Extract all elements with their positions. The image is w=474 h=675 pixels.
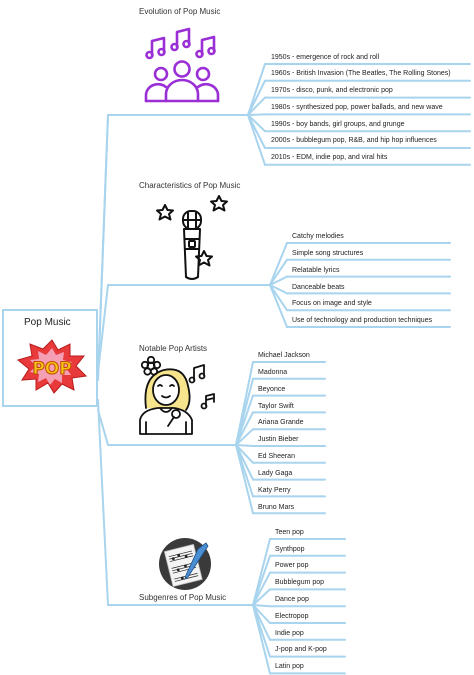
branch-title-evolution: Evolution of Pop Music [139, 7, 221, 16]
leaf-connector [247, 79, 266, 116]
leaf-connector [247, 96, 266, 116]
list-item[interactable]: Indie pop [275, 630, 304, 637]
list-item[interactable]: 1980s - synthesized pop, power ballads, … [271, 104, 443, 111]
list-item[interactable]: Michael Jackson [258, 352, 310, 359]
leaf-connector [252, 554, 271, 606]
leaf-connector [235, 444, 254, 515]
list-item[interactable]: Ariana Grande [258, 419, 304, 426]
list-item[interactable]: Bruno Mars [258, 504, 295, 511]
leaf-connector [252, 604, 271, 675]
branch-title-subgenres: Subgenres of Pop Music [139, 593, 227, 602]
list-item[interactable]: Use of technology and production techniq… [292, 317, 433, 324]
list-item[interactable]: Dance pop [275, 596, 309, 603]
list-item[interactable]: Electropop [275, 613, 309, 620]
leaf-connector [269, 284, 288, 312]
leaf-connector [269, 284, 288, 328]
leaf-connector [269, 284, 288, 295]
music-audience-icon [144, 27, 220, 103]
branch-title-artists: Notable Pop Artists [139, 344, 208, 353]
leaf-connector [252, 571, 271, 606]
list-item[interactable]: Latin pop [275, 663, 304, 670]
list-item[interactable]: 1970s - disco, punk, and electronic pop [271, 87, 393, 94]
list-item[interactable]: Madonna [258, 369, 288, 376]
trunk-characteristics [97, 284, 109, 373]
leaf-connector [235, 444, 254, 464]
list-item[interactable]: Relatable lyrics [292, 267, 340, 274]
pop-burst-icon: POP [16, 339, 88, 394]
microphone-stars-icon [156, 195, 228, 280]
leaf-connector [235, 444, 254, 447]
list-item[interactable]: 1990s - boy bands, girl groups, and grun… [271, 121, 405, 128]
trunk-subgenres [97, 399, 109, 606]
list-item[interactable]: Lady Gaga [258, 470, 293, 477]
leaf-connector [247, 114, 266, 133]
leaf-connector [235, 411, 254, 446]
svg-text:POP: POP [32, 359, 71, 379]
leaf-connector [247, 63, 266, 116]
list-item[interactable]: Bubblegum pop [275, 579, 325, 586]
branch-title-characteristics: Characteristics of Pop Music [139, 181, 241, 190]
singer-icon [139, 356, 215, 435]
list-item[interactable]: 2010s - EDM, indie pop, and viral hits [271, 154, 388, 161]
trunk-evolution [97, 114, 109, 381]
list-item[interactable]: Simple song structures [292, 250, 364, 257]
root-title: Pop Music [24, 317, 71, 328]
list-item[interactable]: Katy Perry [258, 487, 291, 494]
leaf-connector [247, 113, 266, 116]
list-item[interactable]: Catchy melodies [292, 233, 344, 240]
leaf-connector [235, 394, 254, 446]
leaf-connector [252, 604, 271, 624]
leaf-connector [252, 588, 271, 606]
leaf-connector [269, 258, 288, 286]
list-item[interactable]: J-pop and K-pop [275, 646, 327, 653]
leaf-connector [269, 275, 288, 286]
list-item[interactable]: 2000s - bubblegum pop, R&B, and hip hop … [271, 137, 437, 144]
leaf-connector [252, 604, 271, 608]
list-item[interactable]: Beyonce [258, 386, 286, 393]
list-item[interactable]: 1950s - emergence of rock and roll [271, 54, 380, 61]
list-item[interactable]: Power pop [275, 562, 309, 569]
leaf-connector [247, 114, 266, 166]
list-item[interactable]: Teen pop [275, 529, 304, 536]
list-item[interactable]: Justin Bieber [258, 436, 299, 443]
list-item[interactable]: Ed Sheeran [258, 453, 295, 460]
list-item[interactable]: 1960s - British Invasion (The Beatles, T… [271, 70, 451, 77]
list-item[interactable]: Taylor Swift [258, 403, 294, 410]
leaf-connector [269, 242, 288, 286]
list-item[interactable]: Synthpop [275, 546, 305, 553]
list-item[interactable]: Danceable beats [292, 284, 345, 291]
list-item[interactable]: Focus on image and style [292, 300, 372, 307]
sheet-music-icon [159, 538, 211, 590]
leaf-connector [235, 428, 254, 446]
